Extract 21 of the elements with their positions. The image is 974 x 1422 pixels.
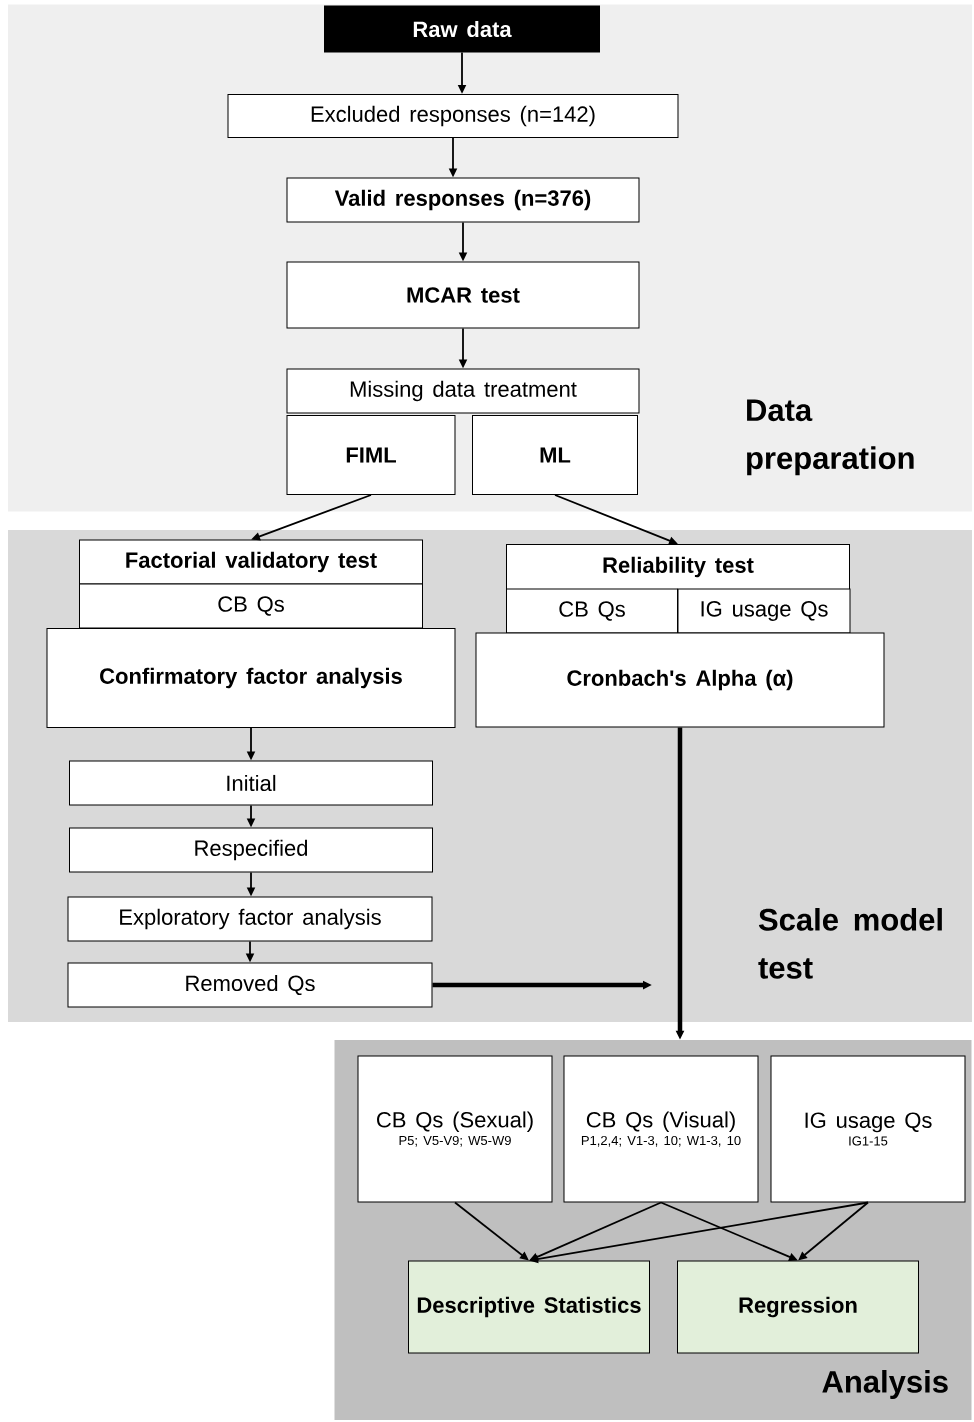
process-box: IG usage Qs IG1-15 xyxy=(770,1055,966,1203)
process-box: Removed Qs xyxy=(67,962,433,1008)
process-box: Valid responses (n=376) xyxy=(286,177,640,223)
process-box: Respecified xyxy=(69,827,433,873)
process-box: CB Qs xyxy=(79,583,423,629)
process-box: Factorial validatory test xyxy=(79,539,423,585)
process-box: MCAR test xyxy=(286,261,640,329)
result-box: Regression xyxy=(677,1260,919,1354)
process-box: Missing data treatment xyxy=(286,368,640,414)
process-box: CB Qs xyxy=(506,588,678,634)
process-box: ML xyxy=(472,415,638,495)
arrow xyxy=(454,1201,529,1261)
process-box: Exploratory factor analysis xyxy=(67,896,433,942)
process-box: FIML xyxy=(286,415,456,495)
process-box: Initial xyxy=(69,760,433,806)
process-box: Excluded responses (n=142) xyxy=(227,94,679,138)
start-box: Raw data xyxy=(324,5,600,53)
process-box: CB Qs (Sexual) P5; V5-V9; W5-W9 xyxy=(357,1055,553,1203)
process-box: IG usage Qs xyxy=(677,588,851,634)
process-box: CB Qs (Visual) P1,2,4; V1-3, 10; W1-3, 10 xyxy=(563,1055,759,1203)
result-box: Descriptive Statistics xyxy=(408,1260,650,1354)
